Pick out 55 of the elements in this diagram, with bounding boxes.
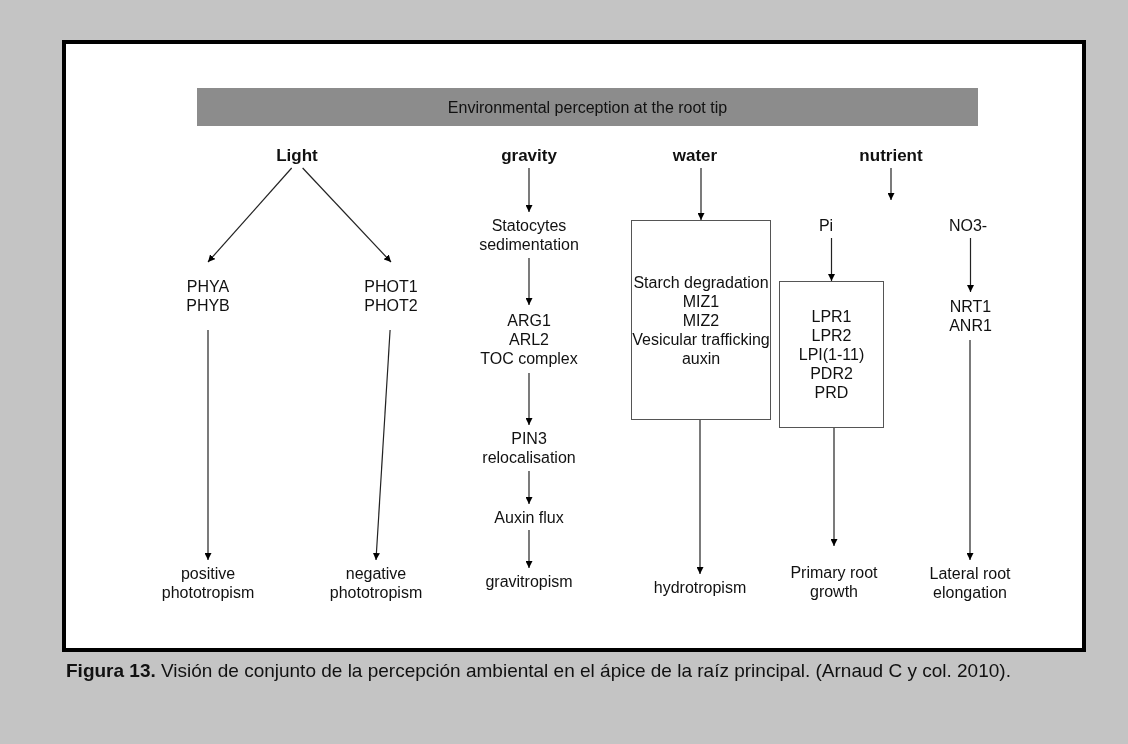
arrow	[828, 237, 835, 282]
node-label: NRT1	[949, 297, 992, 316]
gene-name: LPR1	[811, 307, 852, 326]
arrow	[967, 237, 974, 293]
node-label: ANR1	[949, 316, 992, 335]
stimulus-label: gravity	[501, 145, 557, 165]
gene-name: PDR2	[810, 364, 853, 383]
node-label: gravitropism	[485, 571, 573, 591]
node-label: negative phototropism	[328, 564, 424, 602]
arrow	[966, 339, 974, 561]
arrow	[525, 470, 533, 505]
node-label: Pi	[818, 215, 834, 235]
figure-caption: Figura 13. Visión de conjunto de la percepción ambiental en el ápice de la raíz principal. (Arnaud C y col. 2010).	[66, 659, 1012, 683]
node-label: Lateral root elongation	[928, 564, 1012, 602]
title-text: Environmental perception at the root tip	[447, 97, 728, 117]
node-label: NO3-	[948, 215, 988, 235]
node-label: positive phototropism	[160, 564, 256, 602]
gene-name: auxin	[681, 348, 721, 368]
gene-box	[631, 220, 771, 420]
arrow	[204, 329, 212, 561]
arrow	[207, 167, 293, 263]
gene-name: LPI(1-11)	[798, 345, 865, 364]
node-label: PHOT1	[364, 277, 418, 296]
stimulus-label: Light	[276, 145, 318, 165]
node-label: Statocytes sedimentation	[478, 216, 580, 254]
gene-box	[779, 281, 884, 428]
arrow	[525, 257, 533, 306]
node-label: Primary root growth	[789, 563, 879, 601]
node-label: PIN3 relocalisation	[481, 429, 577, 467]
arrow	[887, 167, 895, 201]
node-label: hydrotropism	[653, 577, 747, 597]
stimulus-label: water	[672, 145, 718, 165]
gene-name: Starch degradation	[633, 272, 769, 292]
arrow	[525, 372, 533, 426]
node-label: Auxin flux	[494, 507, 564, 527]
arrow	[302, 167, 392, 263]
gene-name: LPR2	[811, 326, 852, 345]
node-label: PHOT2	[364, 296, 418, 315]
arrow	[372, 329, 391, 561]
node-label: PHYB	[186, 296, 230, 315]
arrow	[697, 167, 705, 221]
arrow	[525, 529, 533, 569]
arrow	[696, 419, 704, 575]
gene-name: MIZ2	[682, 310, 720, 330]
arrow	[830, 427, 838, 547]
gene-name: MIZ1	[682, 291, 720, 311]
title-band	[197, 88, 978, 126]
arrow	[525, 167, 533, 213]
gene-name: PRD	[814, 383, 849, 402]
stimulus-label: nutrient	[859, 145, 923, 165]
node-label: TOC complex	[480, 348, 578, 368]
node-label: PHYA	[186, 277, 230, 296]
gene-name: Vesicular trafficking	[632, 329, 770, 349]
node-label: ARG1	[507, 310, 551, 330]
node-label: ARL2	[509, 329, 549, 349]
